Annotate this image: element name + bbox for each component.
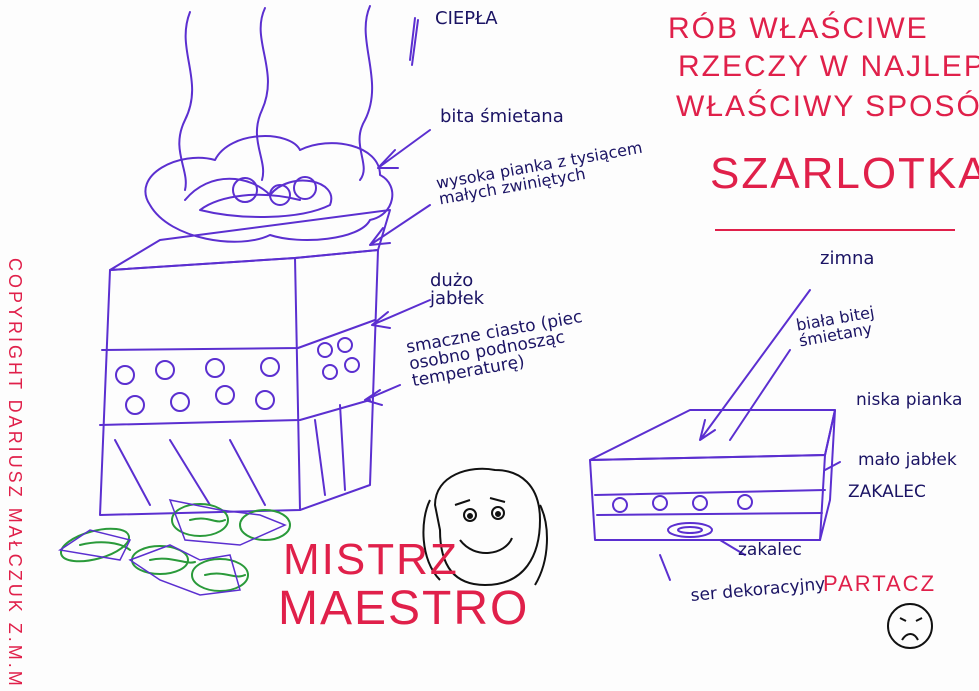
steam-line: [409, 17, 419, 66]
motto-line-2: RZECZY W NAJLEPSZY: [678, 50, 979, 83]
arrow: [377, 129, 431, 169]
motto-line-1: RÓB WŁAŚCIWE: [668, 12, 929, 45]
cake-front: [99, 257, 301, 516]
cake-layer-line: [101, 319, 376, 351]
apple-filling: [115, 337, 360, 415]
steam-line: [358, 5, 374, 181]
label-zakalec: zakalec: [738, 540, 802, 560]
small-cake-top: [589, 409, 836, 461]
cake-side: [294, 249, 379, 511]
arrow: [371, 299, 431, 329]
sad-face: [887, 603, 933, 649]
steam-line: [255, 7, 269, 181]
arrow: [729, 349, 791, 441]
cream-scribble: [184, 177, 333, 218]
whipped-cream: [144, 135, 394, 243]
steam-line: [178, 11, 194, 191]
maestro-top: MISTRZ: [283, 535, 459, 584]
few-apples: [612, 494, 753, 513]
label-duzo-jablek: dużo jabłek: [430, 270, 485, 309]
label-malo-jablek: mało jabłek: [858, 450, 957, 470]
label-bita-smietana: bita śmietana: [440, 106, 564, 127]
small-cake-front: [589, 454, 826, 541]
page-title: SZARLOTKA: [710, 149, 979, 198]
maestro-bottom: MAESTRO: [278, 582, 530, 635]
arrow: [659, 554, 671, 581]
leaf-outlines: [58, 498, 287, 596]
motto-line-3: WŁAŚCIWY SPOSÓB: [676, 90, 979, 123]
copyright-note: COPYRIGHT DARIUSZ MAŁCZUK Z.M.M: [5, 258, 25, 689]
ser-decor: [667, 522, 713, 538]
label-zimna: zimna: [820, 248, 875, 269]
arrow: [719, 539, 746, 556]
small-cake-side: [819, 409, 836, 541]
small-cake-layer: [594, 489, 826, 496]
cake-layer-line: [99, 399, 371, 426]
label-zakalec-caps: ZAKALEC: [848, 482, 926, 502]
mint-leaves: [59, 503, 291, 592]
smiley-face: [422, 467, 548, 587]
label-ciepla: CIEPŁA: [435, 8, 498, 29]
arrow: [699, 289, 811, 441]
arrow: [824, 461, 841, 471]
arrow: [369, 204, 431, 246]
partacz-label: PARTACZ: [823, 571, 937, 596]
arrow: [364, 384, 401, 406]
label-niska-pianka: niska pianka: [856, 390, 963, 410]
cake-base-lines: [114, 404, 346, 506]
small-cake-layer: [596, 512, 823, 516]
